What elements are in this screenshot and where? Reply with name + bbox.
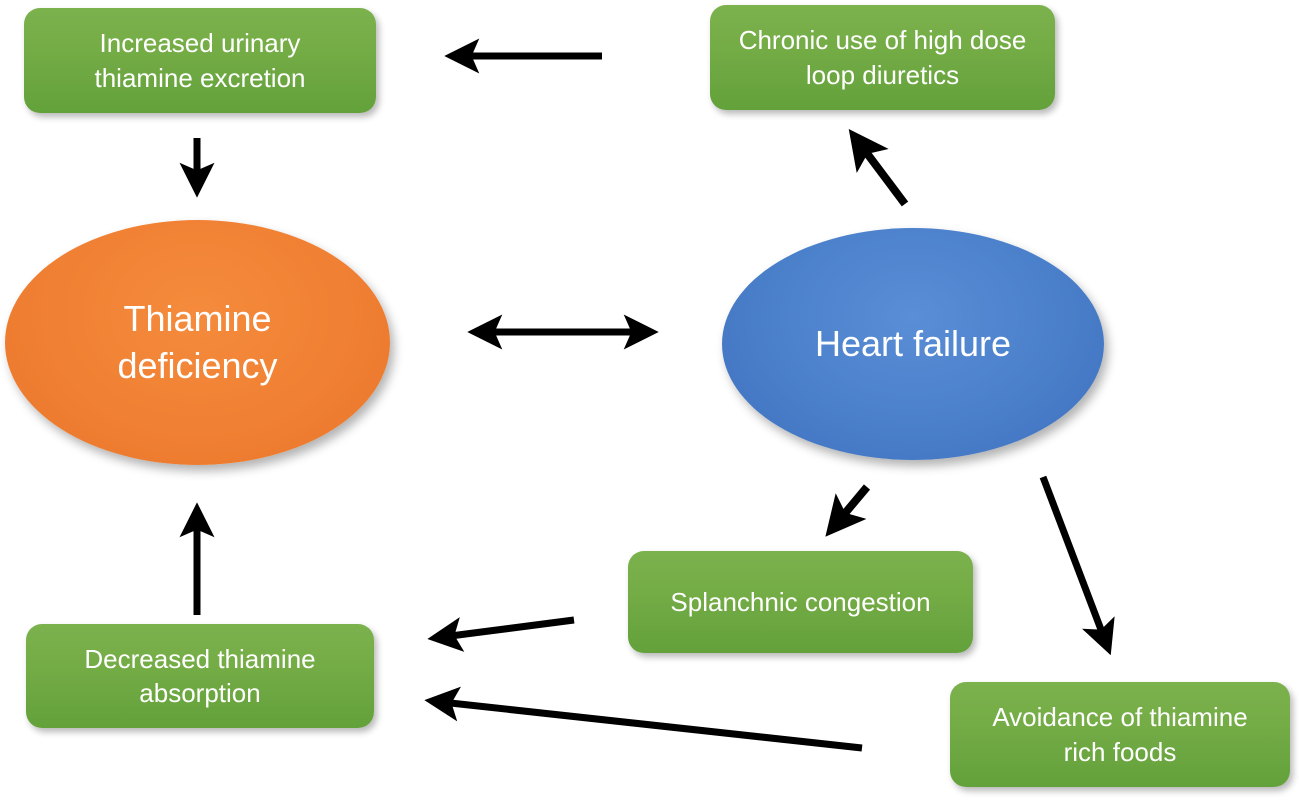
node-chronic-use-of-high-dose-loop-diuretics[interactable]: Chronic use of high dose loop diuretics: [710, 5, 1055, 110]
node-avoidance-of-thiamine-rich-foods[interactable]: Avoidance of thiamine rich foods: [950, 682, 1290, 787]
node-heart-failure[interactable]: Heart failure: [722, 228, 1104, 460]
node-label: Increased urinary thiamine excretion: [94, 28, 306, 93]
node-label: Avoidance of thiamine rich foods: [992, 702, 1248, 767]
edge-splanchnic-congestion-to-decreased-absorption: [427, 616, 575, 652]
node-increased-urinary-thiamine-excretion[interactable]: Increased urinary thiamine excretion: [24, 8, 376, 113]
node-label: Thiamine deficiency: [117, 297, 278, 386]
edge-heart-failure-to-splanchnic-congestion: [825, 484, 871, 537]
node-thiamine-deficiency[interactable]: Thiamine deficiency: [5, 220, 390, 465]
node-label: Splanchnic congestion: [670, 586, 931, 617]
node-label: Decreased thiamine absorption: [84, 643, 316, 708]
node-label: Heart failure: [814, 322, 1012, 364]
edge-avoidance-foods-to-decreased-absorption: [424, 686, 863, 752]
edge-heart-failure-to-avoidance-foods: [1039, 475, 1115, 656]
node-label: Chronic use of high dose loop diuretics: [738, 25, 1027, 90]
node-decreased-thiamine-absorption[interactable]: Decreased thiamine absorption: [26, 624, 374, 728]
edge-heart-failure-to-diuretics: [848, 128, 909, 207]
node-splanchnic-congestion[interactable]: Splanchnic congestion: [628, 551, 973, 653]
